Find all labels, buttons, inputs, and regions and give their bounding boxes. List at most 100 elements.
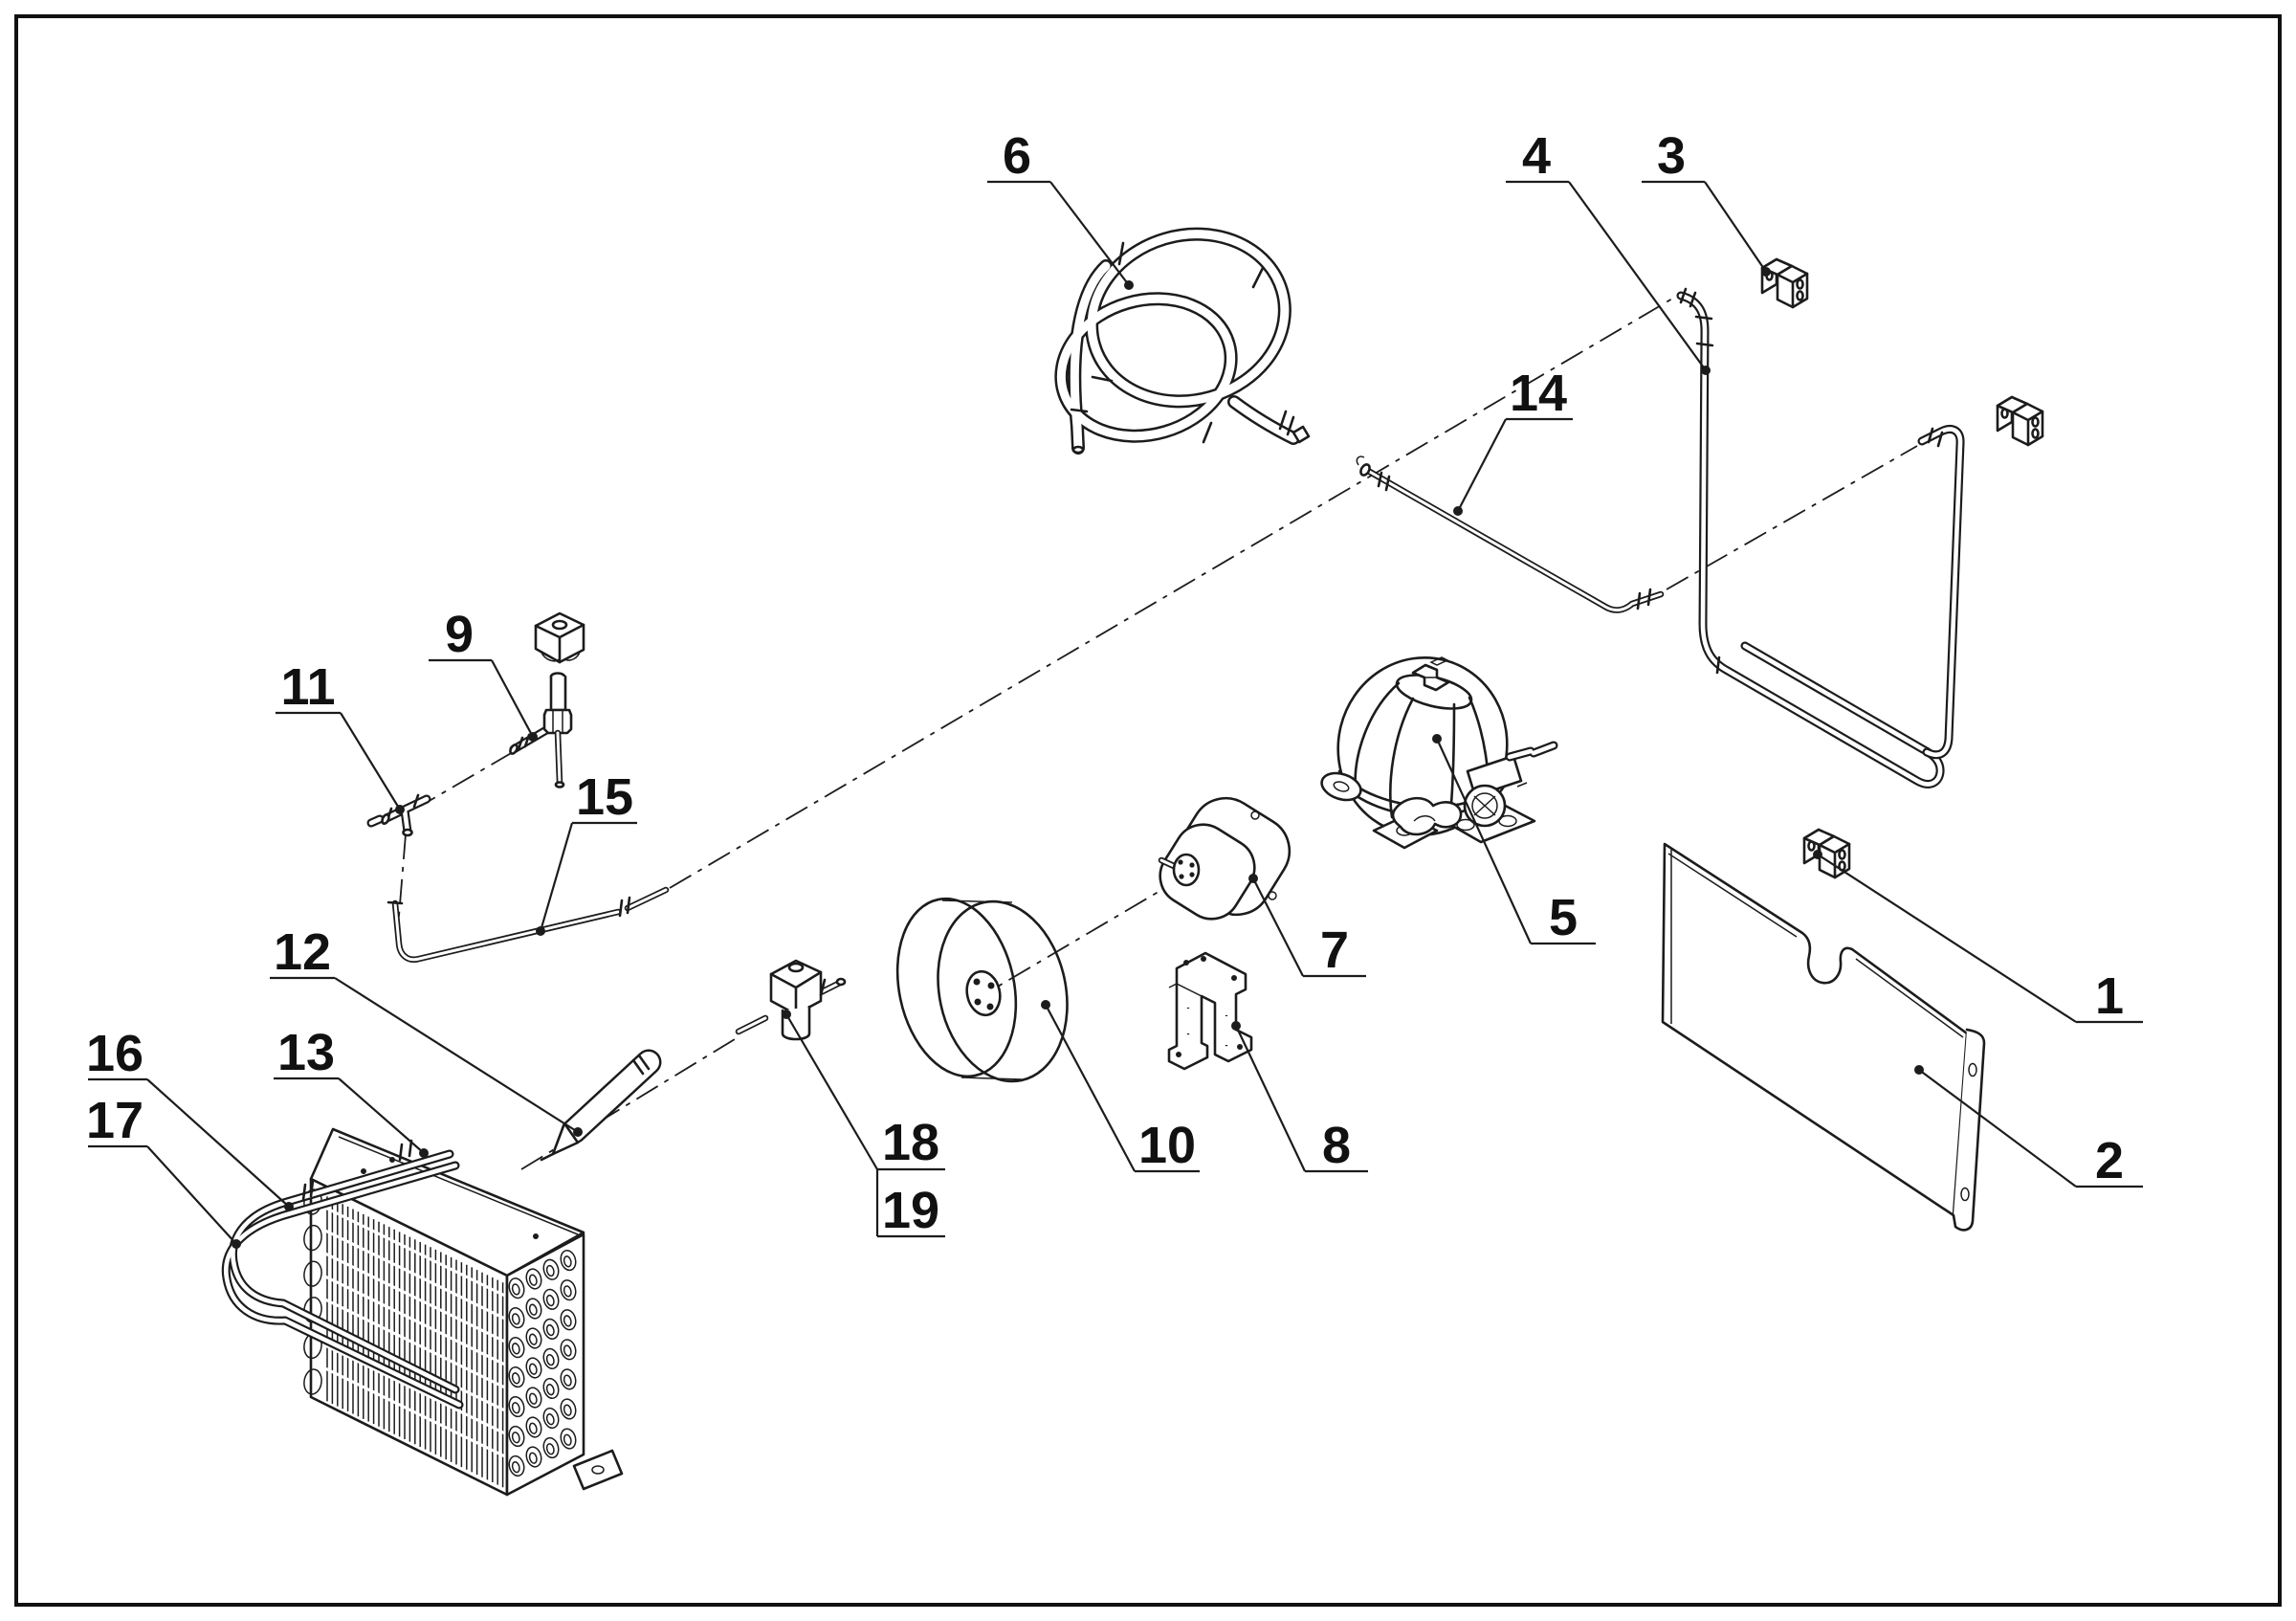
coil-loop-end xyxy=(542,1258,560,1280)
callout-dot xyxy=(1432,734,1442,744)
coil-loop-end xyxy=(508,1337,525,1359)
drawing-border xyxy=(14,14,2282,1607)
fan-motor xyxy=(1158,796,1292,921)
callout-1: 1 xyxy=(1813,850,2143,1025)
callout-number: 10 xyxy=(1138,1117,1196,1174)
coil-loop-end xyxy=(560,1279,577,1301)
coil-loop-end xyxy=(560,1428,577,1450)
condenser-tube-loops xyxy=(508,1250,577,1477)
connecting-tube xyxy=(1356,455,1661,610)
callout-14: 14 xyxy=(1453,365,1573,516)
coil-loop-inner xyxy=(511,1372,520,1385)
callout-number: 18 xyxy=(882,1114,939,1171)
callout-15: 15 xyxy=(536,768,637,936)
coil-loop-inner xyxy=(528,1333,538,1345)
coil-loop-end xyxy=(560,1368,577,1390)
filter-drier xyxy=(540,1055,649,1162)
callout-leader xyxy=(340,712,401,810)
coil-loop-end xyxy=(508,1425,525,1448)
coil-loop-end xyxy=(508,1307,525,1329)
callout-dot xyxy=(1701,366,1711,375)
coil-loop-inner xyxy=(545,1294,555,1307)
coil-loop-end xyxy=(542,1347,560,1369)
tee-fitting xyxy=(371,793,427,837)
callout-dot xyxy=(536,926,545,936)
centerlines xyxy=(396,294,1918,1170)
coil-loop-end xyxy=(542,1436,560,1459)
condenser-fins xyxy=(324,1196,506,1488)
callout-leader xyxy=(338,1077,425,1154)
filter-valve-axis xyxy=(520,1038,736,1170)
compressor xyxy=(1320,655,1554,850)
coil-loop-inner xyxy=(545,1353,555,1366)
coil-loop-inner xyxy=(545,1443,555,1455)
callout-leader xyxy=(1435,738,1533,944)
coil-loop-inner xyxy=(545,1264,555,1277)
callout-leader xyxy=(1235,1025,1306,1172)
callout-number: 1 xyxy=(2095,967,2124,1025)
coil-loop-end xyxy=(542,1407,560,1430)
callout-number: 19 xyxy=(882,1182,939,1239)
condenser-tube-row xyxy=(324,1366,506,1458)
callout-17: 17 xyxy=(86,1092,241,1249)
coil-loop-end xyxy=(508,1395,525,1418)
callout-number: 15 xyxy=(576,768,633,826)
coil-loop-inner xyxy=(511,1461,520,1474)
callout-leader xyxy=(491,659,534,738)
condenser-tube-row xyxy=(324,1229,506,1321)
coil-loop-end xyxy=(508,1454,525,1477)
callout-number: 6 xyxy=(1003,127,1031,185)
callout-number: 7 xyxy=(1320,922,1349,979)
coil-loop-end xyxy=(525,1298,542,1320)
callout-dot xyxy=(1124,280,1134,290)
coil-loop-end xyxy=(560,1309,577,1331)
callout-number: 11 xyxy=(280,658,335,716)
loop-tube xyxy=(1045,211,1309,455)
coil-loop-end xyxy=(525,1446,542,1468)
coil-left-loop xyxy=(303,1260,322,1287)
callout-leader xyxy=(146,1078,290,1208)
coil-loop-end xyxy=(525,1268,542,1290)
callout-16: 16 xyxy=(86,1025,294,1211)
coil-loop-end xyxy=(542,1318,560,1340)
rear-panel-flange xyxy=(1952,1028,1986,1232)
callout-6: 6 xyxy=(987,127,1134,290)
thermostat-valve-assembly xyxy=(509,611,585,788)
callout-dot xyxy=(528,732,538,742)
motor-bracket xyxy=(1167,951,1253,1071)
callout-5: 5 xyxy=(1432,734,1596,946)
coil-loop-inner xyxy=(528,1303,538,1316)
callout-dot xyxy=(1813,850,1822,859)
coil-loop-inner xyxy=(563,1433,572,1446)
coil-loop-end xyxy=(560,1398,577,1420)
callout-number: 4 xyxy=(1522,127,1551,185)
rear-panel xyxy=(1661,842,1986,1232)
coil-loop-inner xyxy=(511,1343,520,1355)
condenser-tube-row xyxy=(324,1252,506,1343)
callout-10: 10 xyxy=(1041,1000,1200,1174)
callout-leader xyxy=(334,977,579,1133)
callout-number: 14 xyxy=(1510,365,1567,422)
condenser-tube-row xyxy=(324,1298,506,1389)
callout-dot xyxy=(782,1010,791,1019)
coil-loop-inner xyxy=(545,1323,555,1337)
callout-number: 5 xyxy=(1549,889,1578,946)
callout-dot xyxy=(395,805,405,814)
coil-loop-end xyxy=(560,1250,577,1272)
coil-loop-end xyxy=(508,1366,525,1388)
callout-leader xyxy=(785,1013,878,1170)
callout-number: 16 xyxy=(86,1025,144,1082)
coil-loop-inner xyxy=(511,1402,520,1414)
filter-drier-tip xyxy=(551,1121,580,1156)
tube14-axis xyxy=(1666,445,1918,590)
valve-body xyxy=(542,708,573,735)
callout-dot xyxy=(232,1239,241,1249)
callout-11: 11 xyxy=(276,658,405,814)
callout-dot xyxy=(1248,874,1258,883)
main-explosion-axis xyxy=(669,294,1680,889)
condenser-tube-row xyxy=(324,1206,506,1298)
callout-9: 9 xyxy=(429,606,538,742)
coil-loop-inner xyxy=(528,1422,538,1434)
